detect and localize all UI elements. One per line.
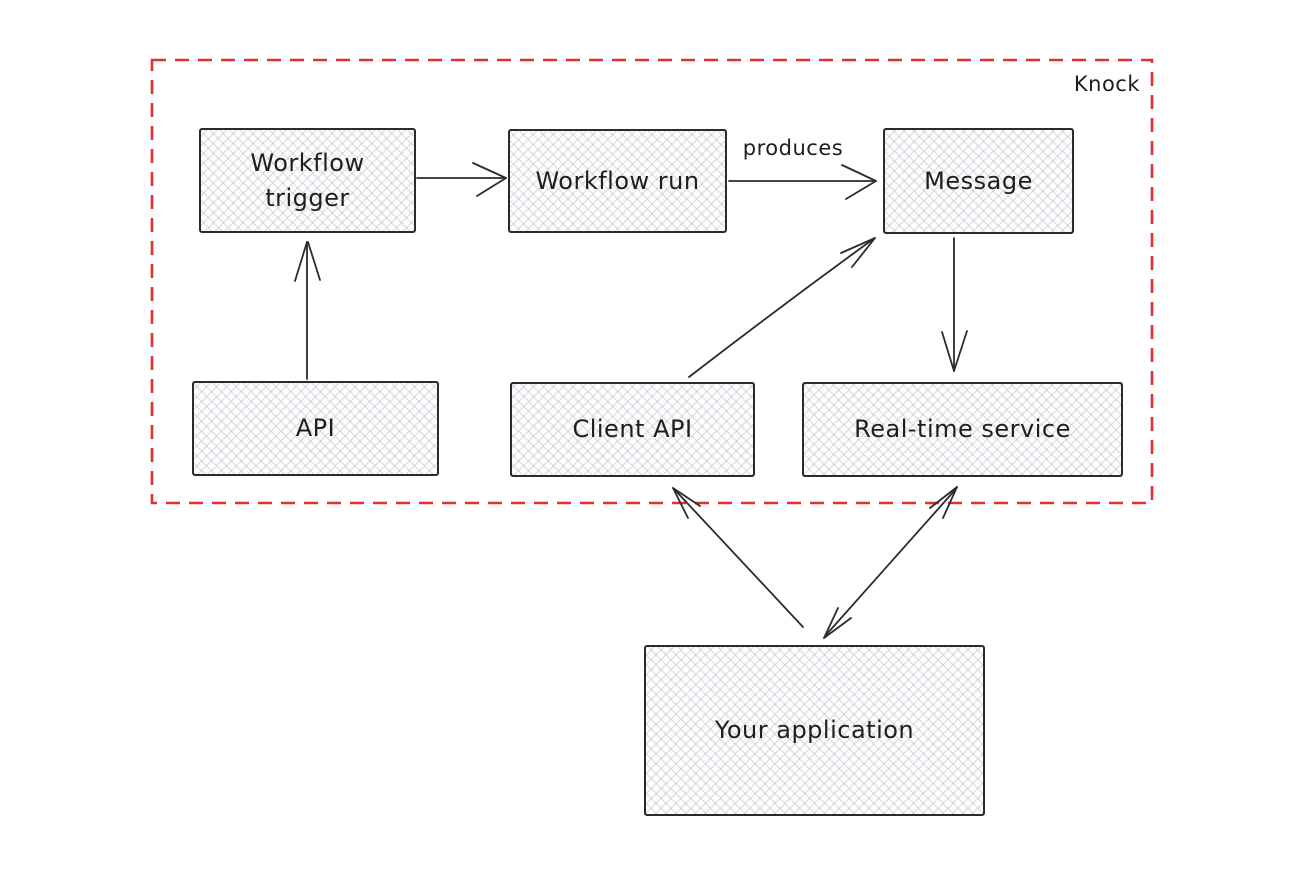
- edge-clientapi-to-message: [688, 237, 876, 378]
- edge-message-to-realtime: [941, 237, 968, 372]
- node-client-api-label: Client API: [572, 415, 693, 444]
- node-your-application-label: Your application: [714, 716, 915, 745]
- node-realtime-service-label: Real-time service: [854, 415, 1071, 444]
- edge-trigger-to-run: [416, 162, 507, 197]
- node-workflow-trigger: Workflow trigger: [199, 128, 416, 233]
- knock-boundary-frame: [150, 58, 1154, 505]
- edge-run-to-message: [728, 164, 877, 200]
- edge-app-realtime-bidirectional: [823, 486, 958, 639]
- node-message-label: Message: [924, 166, 1033, 195]
- node-workflow-run-label: Workflow run: [535, 166, 700, 195]
- edge-app-to-clientapi: [672, 487, 804, 628]
- edge-api-to-trigger: [294, 241, 321, 380]
- node-your-application: Your application: [644, 645, 985, 816]
- node-api-label: API: [295, 414, 336, 443]
- node-workflow-trigger-label: Workflow trigger: [250, 148, 365, 212]
- node-realtime-service: Real-time service: [802, 382, 1123, 477]
- node-workflow-run: Workflow run: [508, 129, 727, 233]
- node-client-api: Client API: [510, 382, 755, 477]
- edge-label-produces: produces: [742, 136, 844, 160]
- node-message: Message: [883, 128, 1074, 234]
- knock-frame-label: Knock: [1073, 72, 1140, 96]
- node-api: API: [192, 381, 439, 476]
